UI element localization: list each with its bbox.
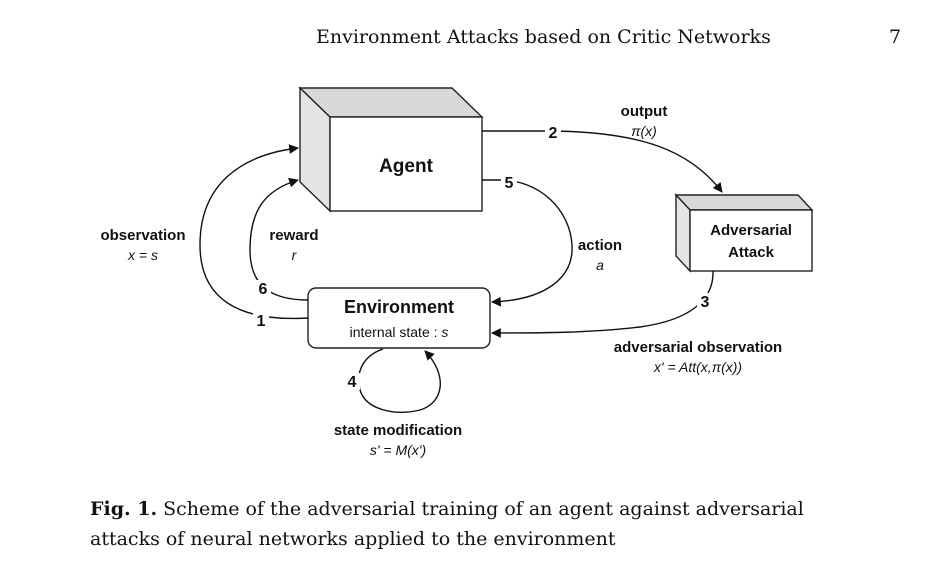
caption-label: Fig. 1.	[90, 498, 158, 520]
edge-output-step-bg	[545, 124, 561, 140]
edge-reward-step-bg	[255, 280, 271, 297]
edge-reward-formula: r	[292, 247, 298, 263]
edge-reward-step: 6	[259, 281, 268, 298]
agent-box: Agent	[298, 86, 484, 213]
caption-text: Scheme of the adversarial training of an…	[90, 498, 804, 550]
figure-caption: Fig. 1. Scheme of the adversarial traini…	[90, 494, 850, 554]
edge-action-step-bg	[501, 174, 517, 190]
page-header: Environment Attacks based on Critic Netw…	[0, 20, 949, 50]
edge-action-label: action	[578, 237, 622, 254]
adversarial-attack-box: Adversarial Attack	[674, 193, 814, 273]
environment-state-symbol: s	[441, 324, 448, 340]
edge-action-path	[482, 179, 573, 307]
environment-label: Environment	[344, 297, 454, 317]
environment-state-text: internal state : s	[350, 324, 449, 340]
running-title: Environment Attacks based on Critic Netw…	[316, 26, 771, 48]
figure-diagram: Agent Adversarial Attack Environment int…	[100, 86, 814, 458]
edge-observation-label: observation	[100, 227, 185, 244]
attack-label-line2: Attack	[728, 244, 775, 261]
environment-state-label: internal state :	[350, 324, 442, 340]
edge-observation-step: 1	[257, 313, 266, 330]
edge-state-modification-step-bg	[344, 373, 360, 390]
edge-output-step: 2	[549, 125, 558, 142]
edge-reward: 6 reward r	[249, 177, 319, 301]
edge-action: 5 action a	[482, 174, 622, 307]
edge-reward-path	[249, 177, 309, 301]
edge-state-modification-path	[358, 348, 441, 413]
edge-state-modification-label: state modification	[334, 422, 462, 439]
edge-observation-formula: x = s	[127, 247, 158, 263]
edge-adversarial-observation-step: 3	[701, 294, 710, 311]
edge-output: 2 output π(x)	[482, 103, 723, 193]
edge-adversarial-observation-formula: x' = Att(x,π(x))	[653, 359, 742, 375]
agent-label: Agent	[379, 156, 434, 177]
edge-state-modification: 4 state modification s' = M(x')	[334, 348, 462, 458]
edge-output-label: output	[621, 103, 668, 120]
edge-observation: 1 observation x = s	[100, 144, 309, 330]
edge-adversarial-observation: 3 adversarial observation x' = Att(x,π(x…	[491, 270, 782, 375]
edge-state-modification-formula: s' = M(x')	[370, 442, 426, 458]
agent-box-top	[298, 87, 484, 118]
attack-box-top	[674, 194, 814, 211]
edge-output-path	[482, 130, 723, 193]
edge-adversarial-observation-step-bg	[697, 293, 713, 310]
attack-box-front	[689, 209, 813, 272]
edge-action-step: 5	[505, 175, 514, 192]
edge-reward-label: reward	[269, 227, 318, 244]
edge-adversarial-observation-path	[491, 270, 714, 338]
edge-state-modification-step: 4	[348, 374, 357, 391]
edge-observation-step-bg	[253, 312, 269, 329]
environment-box: Environment internal state : s	[307, 287, 491, 349]
agent-box-front	[329, 116, 483, 212]
attack-label-line1: Adversarial	[710, 222, 792, 239]
edge-adversarial-observation-label: adversarial observation	[614, 339, 782, 356]
edge-output-formula: π(x)	[631, 123, 657, 139]
page-number: 7	[889, 26, 902, 48]
edge-action-formula: a	[596, 257, 604, 273]
